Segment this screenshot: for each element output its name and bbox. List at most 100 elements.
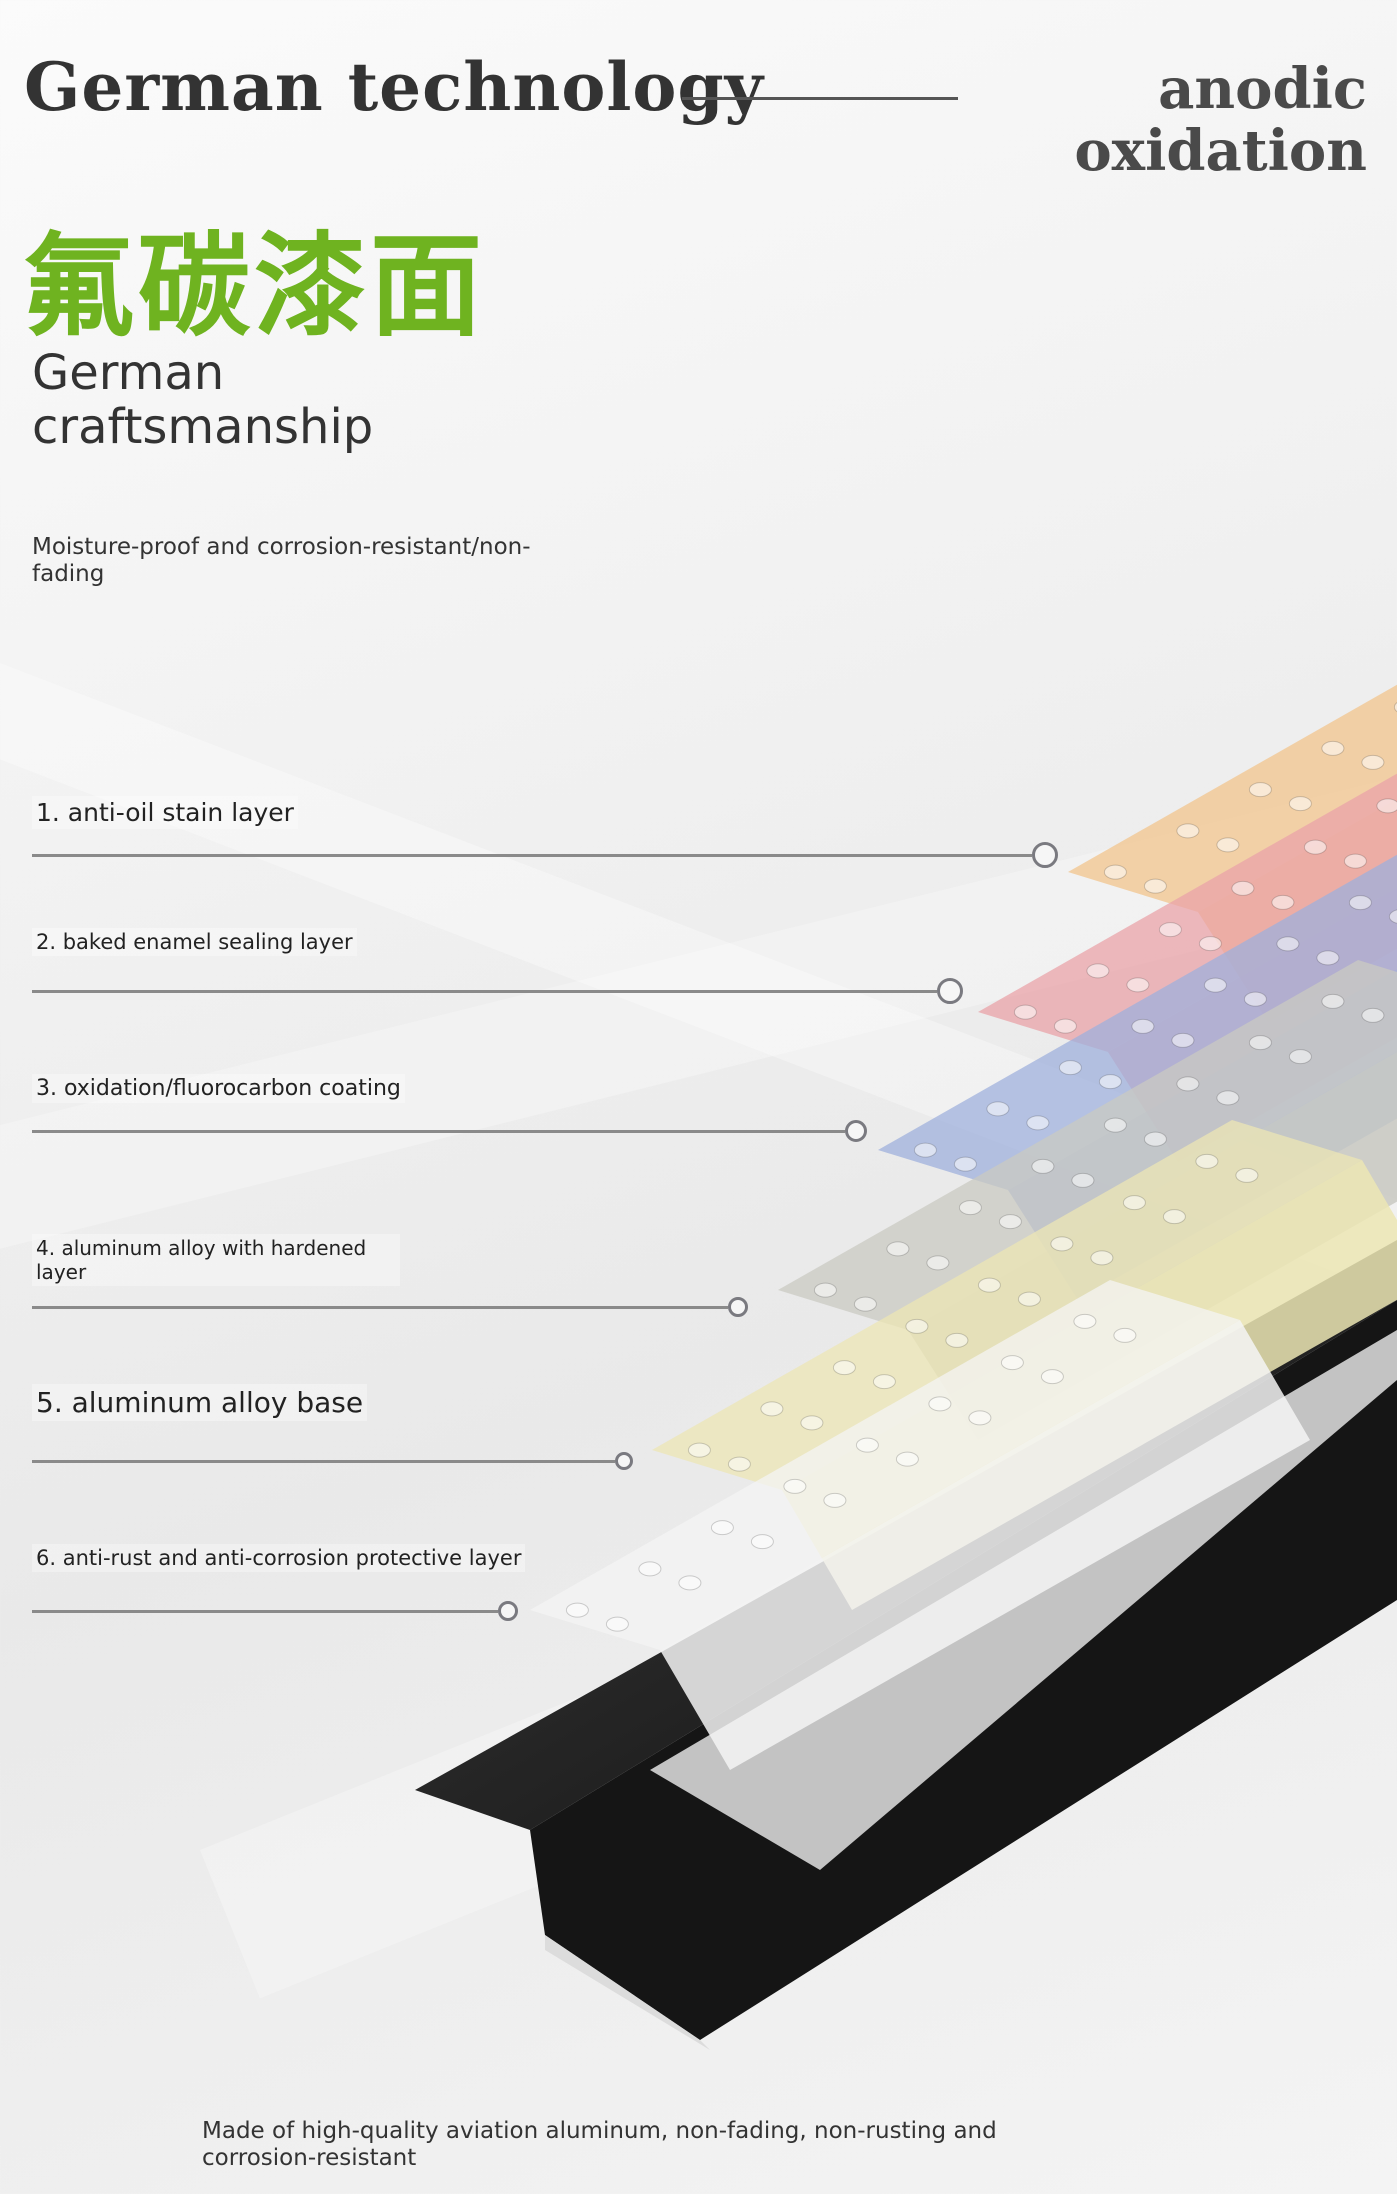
perforation-hole <box>953 1156 977 1172</box>
perforation-hole <box>1013 1004 1037 1020</box>
perforation-hole <box>1276 936 1300 952</box>
layer-label: 2. baked enamel sealing layer <box>32 928 357 956</box>
perforation-hole <box>1243 991 1267 1007</box>
perforation-hole <box>1098 1074 1122 1090</box>
layer-leader-line <box>32 1460 615 1463</box>
layer-strip <box>530 1280 1310 1770</box>
perforation-hole <box>1176 823 1200 839</box>
perforation-hole <box>832 1360 856 1376</box>
perforation-hole <box>1361 1007 1385 1023</box>
chinese-title: 氟碳漆面 <box>22 222 486 352</box>
perforation-hole <box>1203 977 1227 993</box>
perforation-hole <box>1053 1018 1077 1034</box>
layer-marker <box>498 1601 518 1621</box>
perforation-hole <box>1195 1153 1219 1169</box>
footer-text: Made of high-quality aviation aluminum, … <box>202 2118 997 2171</box>
layer-marker <box>1032 842 1058 868</box>
perforation-hole <box>1073 1313 1097 1329</box>
perforation-hole <box>1321 740 1345 756</box>
perforation-hole <box>895 1451 919 1467</box>
perforation-hole <box>855 1437 879 1453</box>
perforation-hole <box>823 1492 847 1508</box>
perforation-hole <box>687 1442 711 1458</box>
perforation-hole <box>1143 1131 1167 1147</box>
perforation-hole <box>1231 880 1255 896</box>
side-title: anodic oxidation <box>1074 58 1367 182</box>
perforation-hole <box>1376 798 1397 814</box>
perforation-hole <box>1103 864 1127 880</box>
side-title-line: anodic <box>1158 56 1367 122</box>
perforation-hole <box>638 1561 662 1577</box>
perforation-hole <box>945 1332 969 1348</box>
perforation-hole <box>1361 754 1385 770</box>
layer-marker <box>728 1297 748 1317</box>
perforation-hole <box>886 1241 910 1257</box>
perforation-hole <box>1131 1018 1155 1034</box>
layer-label: 4. aluminum alloy with hardened layer <box>32 1234 400 1286</box>
perforation-hole <box>1086 963 1110 979</box>
perforation-hole <box>1017 1291 1041 1307</box>
perforation-hole <box>928 1396 952 1412</box>
layer-label: 3. oxidation/fluorocarbon coating <box>32 1074 405 1103</box>
perforation-hole <box>1058 1060 1082 1076</box>
layer-label: 5. aluminum alloy base <box>32 1384 368 1421</box>
layer-leader-line <box>32 990 937 993</box>
layer-label: 1. anti-oil stain layer <box>32 796 298 829</box>
perforation-hole <box>813 1282 837 1298</box>
side-title-line: oxidation <box>1074 118 1367 184</box>
perforation-hole <box>1050 1236 1074 1252</box>
perforation-hole <box>872 1374 896 1390</box>
perforation-hole <box>1348 895 1372 911</box>
perforation-hole <box>958 1200 982 1216</box>
perforation-hole <box>905 1318 929 1334</box>
perforation-hole <box>1176 1076 1200 1092</box>
layer-marker <box>615 1452 633 1470</box>
layer-leader-line <box>32 1130 845 1133</box>
layer-marker <box>937 978 963 1004</box>
perforation-hole <box>1000 1355 1024 1371</box>
title-divider <box>682 97 958 100</box>
perforation-hole <box>1316 950 1340 966</box>
layer-marker <box>845 1120 867 1142</box>
perforation-hole <box>1248 782 1272 798</box>
perforation-hole <box>750 1534 774 1550</box>
layer-label: 6. anti-rust and anti-corrosion protecti… <box>32 1544 526 1572</box>
perforation-hole <box>1198 936 1222 952</box>
craftsmanship-heading: German craftsmanship <box>32 346 452 454</box>
perforation-hole <box>1303 839 1327 855</box>
perforation-hole <box>1126 977 1150 993</box>
perforation-hole <box>710 1520 734 1536</box>
perforation-hole <box>998 1214 1022 1230</box>
perforation-hole <box>1162 1209 1186 1225</box>
perforation-hole <box>1288 1049 1312 1065</box>
craftsmanship-line: craftsmanship <box>32 399 374 455</box>
perforation-hole <box>783 1478 807 1494</box>
perforation-hole <box>1113 1327 1137 1343</box>
perforation-hole <box>1248 1035 1272 1051</box>
perforation-hole <box>605 1616 629 1632</box>
perforation-hole <box>1388 909 1397 924</box>
perforation-hole <box>926 1255 950 1271</box>
craftsmanship-line: German <box>32 345 225 401</box>
perforation-hole <box>853 1296 877 1312</box>
perforation-hole <box>1090 1250 1114 1266</box>
layer-leader-line <box>32 854 1032 857</box>
perforation-hole <box>1040 1369 1064 1385</box>
perforation-hole <box>565 1602 589 1618</box>
perforation-hole <box>678 1575 702 1591</box>
perforation-hole <box>800 1415 824 1431</box>
layer-leader-line <box>32 1306 728 1309</box>
tagline: Moisture-proof and corrosion-resistant/n… <box>32 534 531 587</box>
perforation-hole <box>1026 1115 1050 1131</box>
perforation-hole <box>1271 894 1295 910</box>
perforation-hole <box>1103 1117 1127 1133</box>
page-title: German technology <box>24 48 764 126</box>
perforation-hole <box>1122 1195 1146 1211</box>
perforation-hole <box>1235 1167 1259 1183</box>
perforation-hole <box>1216 1090 1240 1106</box>
perforation-hole <box>1171 1032 1195 1048</box>
perforation-hole <box>1393 701 1397 713</box>
perforation-hole <box>760 1401 784 1417</box>
perforation-hole <box>1158 922 1182 938</box>
